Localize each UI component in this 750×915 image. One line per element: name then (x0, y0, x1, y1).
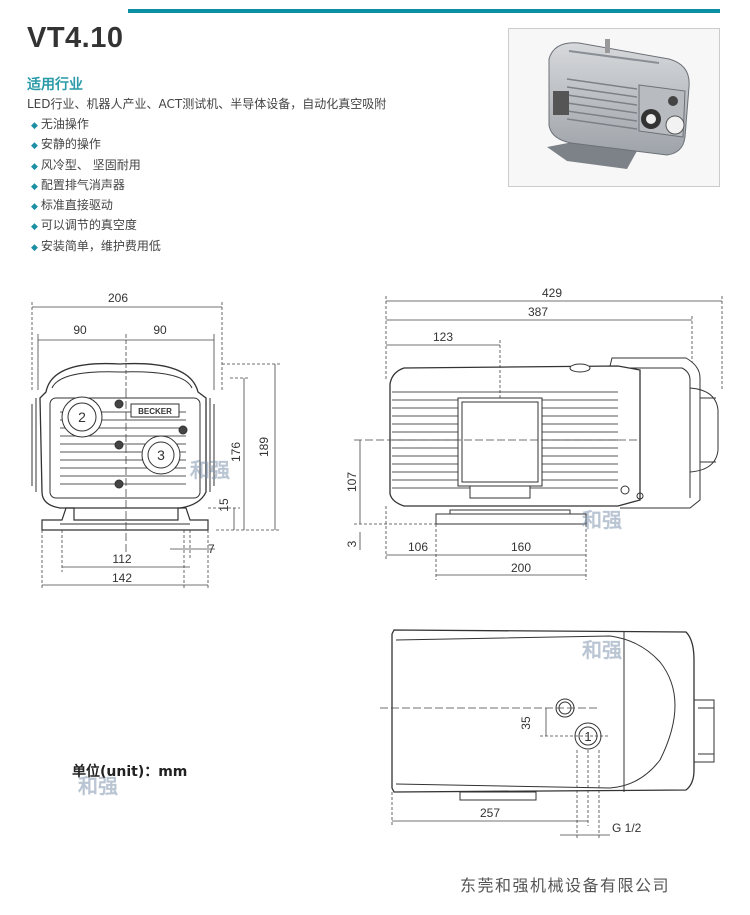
dim-mount-width: 112 (112, 552, 131, 566)
dim-height-mid: 176 (229, 442, 243, 462)
dim-port-offset: 123 (433, 330, 453, 344)
dim-mount-length: 160 (511, 540, 531, 554)
dim-port-position: 257 (480, 806, 500, 820)
port-2-label: 2 (78, 409, 86, 425)
thread-label: G 1/2 (612, 821, 642, 835)
feature-item: ◆配置排气消声器 (31, 177, 125, 192)
vacuum-pump-illustration (547, 39, 690, 169)
dim-half-right: 90 (153, 323, 167, 337)
top-view (391, 629, 715, 801)
dim-base-offset: 3 (345, 540, 359, 547)
dim-base-width: 142 (112, 571, 132, 585)
dim-overall-length: 429 (542, 286, 562, 300)
diamond-bullet-icon: ◆ (31, 181, 38, 192)
product-title: VT4.10 (27, 22, 124, 54)
diamond-bullet-icon: ◆ (31, 222, 38, 233)
watermark: 和强 (78, 774, 118, 798)
diamond-bullet-icon: ◆ (31, 141, 38, 152)
watermark: 和强 (190, 458, 230, 482)
dim-foot-height: 15 (217, 498, 231, 512)
diamond-bullet-icon: ◆ (31, 121, 38, 131)
company-name: 东莞和强机械设备有限公司 (460, 876, 671, 895)
dim-half-left: 90 (73, 323, 87, 337)
dim-base-length: 200 (511, 561, 531, 575)
port-3-label: 3 (157, 447, 165, 463)
dim-foot-offset: 7 (208, 542, 215, 556)
dim-axis-height: 107 (345, 472, 359, 492)
industry-list: LED行业、机器人产业、ACT测试机、半导体设备，自动化真空吸附 (27, 97, 387, 111)
watermark: 和强 (582, 508, 622, 532)
feature-list: ◆无油操作 ◆安静的操作 ◆风冷型、 坚固耐用 ◆配置排气消声器 ◆标准直接驱动… (31, 114, 161, 256)
feature-item: ◆安静的操作 (31, 137, 101, 152)
brand-label: BECKER (138, 407, 172, 416)
front-view (31, 362, 215, 531)
header-accent-bar (128, 9, 720, 13)
product-photo (508, 28, 720, 187)
dim-overall-width: 206 (108, 291, 128, 305)
watermark: 和强 (582, 638, 622, 662)
diamond-bullet-icon: ◆ (31, 242, 38, 253)
dim-port-spacing: 35 (519, 716, 533, 730)
feature-item: ◆标准直接驱动 (31, 198, 113, 213)
feature-item: ◆风冷型、 坚固耐用 (31, 157, 141, 172)
feature-item: ◆安装简单，维护费用低 (31, 238, 161, 253)
diamond-bullet-icon: ◆ (31, 161, 38, 172)
section-title: 适用行业 (27, 77, 83, 93)
port-1-label: 1 (584, 729, 591, 744)
unit-label: 单位(unit)：mm (72, 764, 188, 780)
dim-height-total: 189 (257, 437, 271, 457)
dim-front-offset: 106 (408, 540, 428, 554)
feature-item: ◆可以调节的真空度 (31, 218, 137, 233)
feature-item: ◆无油操作 (31, 117, 89, 131)
side-view (389, 357, 719, 525)
dim-body-length: 387 (528, 305, 548, 319)
diamond-bullet-icon: ◆ (31, 202, 38, 213)
